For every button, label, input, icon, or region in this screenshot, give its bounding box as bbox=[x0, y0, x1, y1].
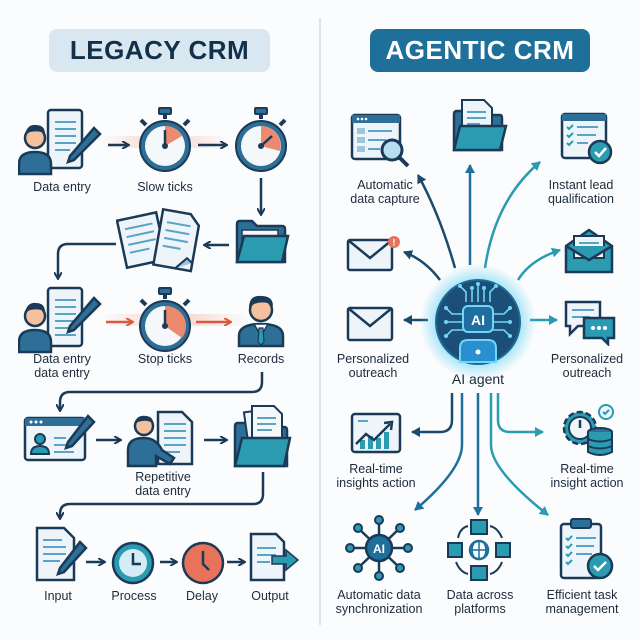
gear-database-icon bbox=[562, 404, 614, 456]
folder-documents-icon bbox=[233, 405, 292, 468]
label-platforms-line2: platforms bbox=[454, 602, 506, 616]
label-tasks-line2: management bbox=[545, 602, 619, 616]
stopwatch-icon bbox=[139, 107, 191, 172]
document-export-icon bbox=[249, 532, 300, 582]
papers-icon bbox=[116, 208, 201, 273]
chat-bubbles-icon bbox=[564, 300, 616, 346]
arrow-to-mail-open bbox=[516, 247, 561, 281]
arrow bbox=[58, 242, 116, 278]
label-outreach-left-line2: outreach bbox=[348, 366, 398, 380]
legacy-crm-title: LEGACY CRM bbox=[49, 29, 270, 72]
arrow-to-capture bbox=[416, 174, 457, 269]
label-capture-line2: data capture bbox=[350, 192, 420, 206]
folder-document-icon bbox=[452, 99, 508, 152]
arrow-to-lead bbox=[483, 161, 541, 269]
businessman-icon bbox=[237, 295, 285, 348]
label-delay: Delay bbox=[186, 589, 218, 603]
label-records: Records bbox=[237, 352, 285, 366]
ai-badge: AI bbox=[471, 312, 485, 328]
clock-teal-icon bbox=[111, 541, 155, 585]
label-ai-agent: AI agent bbox=[451, 371, 505, 387]
label-lead-line2: qualification bbox=[547, 192, 615, 206]
label-data-entry-line1: Data entry bbox=[33, 352, 91, 366]
arrow bbox=[60, 372, 264, 410]
label-outreach-right-line1: Personalized bbox=[550, 352, 624, 366]
browser-magnifier-icon bbox=[350, 113, 410, 168]
arrow-to-mail-alert bbox=[403, 250, 441, 281]
chart-growth-icon bbox=[350, 412, 402, 454]
label-outreach-left-line1: Personalized bbox=[336, 352, 410, 366]
ai-network-icon: AI bbox=[345, 515, 413, 581]
envelope-open-icon bbox=[564, 228, 614, 274]
label-insights-right-line2: insight action bbox=[550, 476, 624, 490]
arrow-to-tasks bbox=[489, 393, 549, 516]
folder-icon bbox=[235, 219, 290, 264]
person-document-pen-icon bbox=[18, 108, 102, 176]
label-repetitive-line1: Repetitive bbox=[135, 470, 191, 484]
label-capture-line1: Automatic bbox=[357, 178, 413, 192]
person-writing-icon bbox=[126, 410, 194, 468]
clipboard-check-icon bbox=[559, 518, 614, 580]
arrow bbox=[60, 472, 265, 518]
label-lead-line1: Instant lead bbox=[548, 178, 614, 192]
envelope-icon bbox=[346, 306, 394, 342]
arrow-to-insights-right bbox=[496, 393, 544, 437]
label-process: Process bbox=[111, 589, 157, 603]
label-data-entry: Data entry bbox=[33, 180, 91, 194]
sync-ai-badge: AI bbox=[373, 542, 385, 556]
label-repetitive-line2: data entry bbox=[135, 484, 191, 498]
envelope-alert-icon: ! bbox=[346, 236, 400, 272]
label-output: Output bbox=[251, 589, 289, 603]
label-stop-ticks: Stop ticks bbox=[137, 352, 193, 366]
svg-text:!: ! bbox=[393, 238, 396, 248]
arrow-to-sync bbox=[414, 393, 464, 511]
agentic-crm-title: AGENTIC CRM bbox=[370, 29, 590, 72]
person-document-pen-icon bbox=[18, 286, 102, 354]
column-divider bbox=[319, 18, 321, 625]
clock-red-icon bbox=[181, 541, 225, 585]
ai-robot-icon: AI bbox=[420, 264, 536, 380]
label-tasks-line1: Efficient task bbox=[546, 588, 618, 602]
label-platforms-line1: Data across bbox=[446, 588, 514, 602]
label-slow-ticks: Slow ticks bbox=[137, 180, 193, 194]
label-sync-line1: Automatic data bbox=[337, 588, 421, 602]
label-insights-right-line1: Real-time bbox=[560, 462, 614, 476]
stopwatch-icon bbox=[235, 107, 287, 172]
label-input: Input bbox=[44, 589, 72, 603]
label-sync-line2: synchronization bbox=[335, 602, 423, 616]
label-insights-left-line2: insights action bbox=[336, 476, 416, 490]
checklist-check-icon bbox=[560, 112, 613, 165]
label-data-entry-line2: data entry bbox=[34, 366, 90, 380]
document-pen-icon bbox=[35, 526, 88, 582]
arrow-to-insights-left bbox=[411, 393, 454, 437]
label-outreach-right-line2: outreach bbox=[562, 366, 612, 380]
stopwatch-icon bbox=[139, 287, 191, 352]
profile-window-pen-icon bbox=[23, 414, 96, 462]
label-insights-left-line1: Real-time bbox=[349, 462, 403, 476]
globe-cycle-icon bbox=[447, 519, 511, 581]
